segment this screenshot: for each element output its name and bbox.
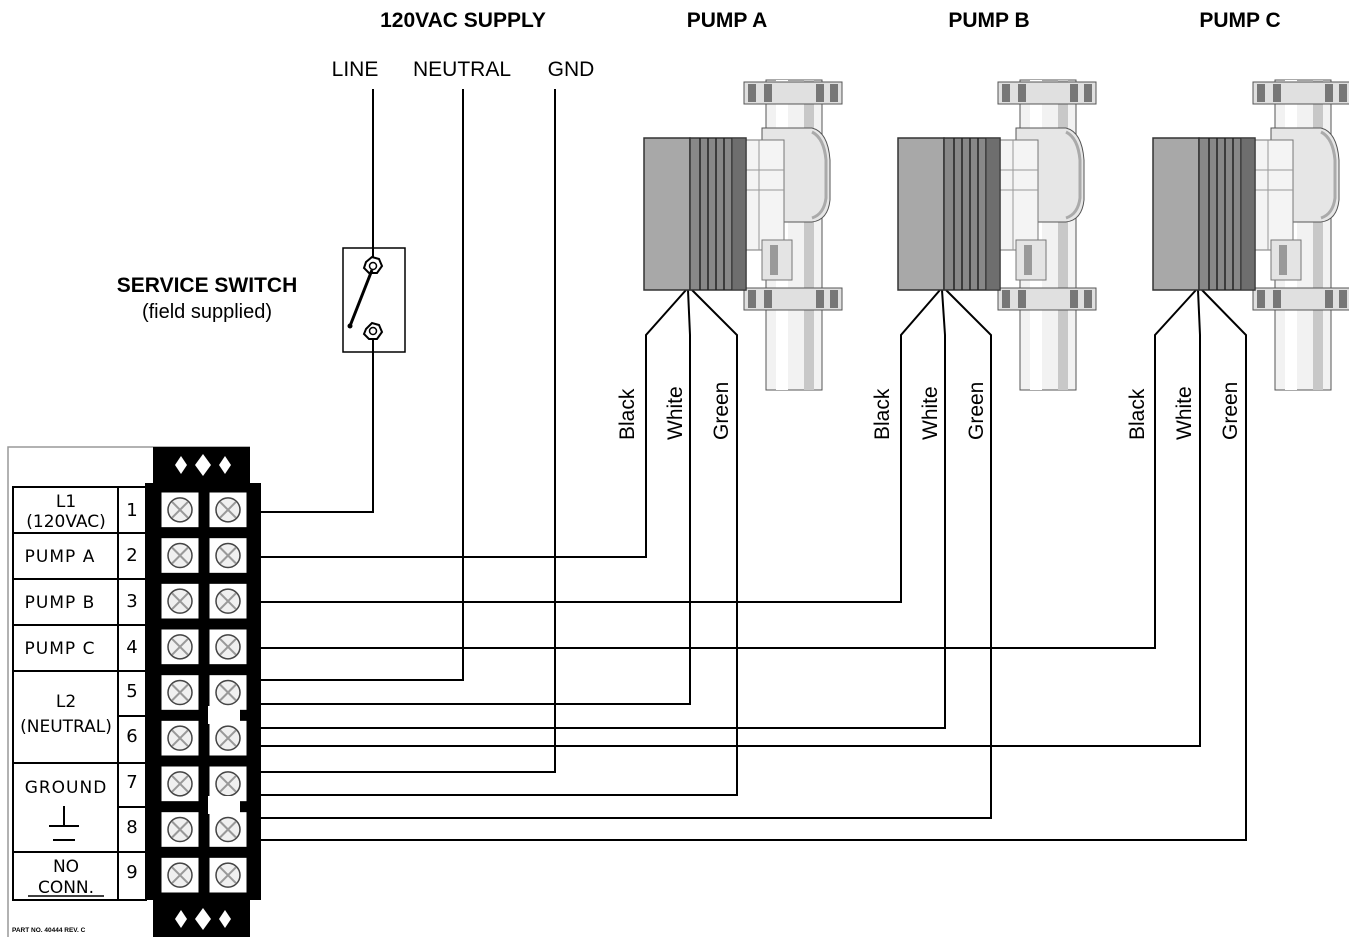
- pump-b-green-label: Green: [965, 382, 988, 440]
- pump-c-black-label: Black: [1126, 388, 1149, 440]
- pump-c-illustration: [1151, 78, 1349, 392]
- pump-a-wire-labels: Black White Green: [616, 382, 733, 440]
- pump-c-title: PUMP C: [1199, 9, 1280, 32]
- pump-a-green-label: Green: [710, 382, 733, 440]
- terminal-label-l2-sub: (NEUTRAL): [20, 717, 112, 737]
- neutral-jumper: [208, 706, 240, 724]
- pump-b-black-label: Black: [871, 388, 894, 440]
- terminal-number-5: 5: [126, 681, 137, 702]
- pump-b-title: PUMP B: [948, 9, 1029, 32]
- pump-wires: [198, 289, 1247, 841]
- terminal-number-1: 1: [126, 500, 137, 521]
- pump-c-green-label: Green: [1219, 382, 1242, 440]
- terminal-screw-8-right: [208, 811, 248, 848]
- terminal-screw-6-right: [208, 719, 248, 757]
- terminal-bottom-mount: [153, 900, 250, 937]
- terminal-number-2: 2: [126, 545, 137, 566]
- ground-wire: [198, 89, 556, 773]
- pump-c-black-wire: [198, 289, 1197, 649]
- terminal-screw-1-left: [160, 491, 200, 529]
- terminal-screw-5-left: [160, 674, 200, 711]
- terminal-screw-8-left: [160, 811, 200, 848]
- pump-a-black-wire: [198, 289, 687, 558]
- ground-symbol-icon: [49, 806, 79, 841]
- terminal-label-l1-sub: (120VAC): [26, 512, 105, 532]
- terminal-label-conn: CONN.: [38, 878, 94, 898]
- terminal-numbers: 1 2 3 4 5 6 7 8 9: [126, 500, 137, 883]
- terminal-screw-4-left: [160, 628, 200, 666]
- pump-c-wire-labels: Black White Green: [1126, 382, 1242, 440]
- pump-a-white-wire: [198, 289, 691, 705]
- terminal-number-4: 4: [126, 637, 137, 658]
- terminal-label-table: [12, 486, 147, 901]
- terminal-screw-2-left: [160, 537, 200, 574]
- terminal-screw-5-right: [208, 674, 248, 711]
- pump-a-title: PUMP A: [687, 9, 768, 32]
- pump-a-illustration: [642, 78, 844, 392]
- terminal-screw-4-right: [208, 628, 248, 666]
- neutral-wire: [198, 89, 464, 681]
- supply-neutral-label: NEUTRAL: [413, 58, 511, 81]
- ground-jumper: [208, 796, 240, 814]
- service-switch-subtitle: (field supplied): [142, 301, 272, 323]
- terminal-label-l1: L1: [56, 492, 76, 512]
- terminal-screw-7-right: [208, 765, 248, 803]
- pump-a-green-wire: [198, 289, 738, 796]
- terminal-label-pump-c: PUMP C: [25, 639, 96, 659]
- pump-c-white-label: White: [1173, 386, 1196, 440]
- pump-a-black-label: Black: [616, 388, 639, 440]
- pump-b-white-wire: [198, 289, 946, 729]
- terminal-screw-1-right: [208, 491, 248, 529]
- terminal-screw-6-left: [160, 719, 200, 757]
- supply-gnd-label: GND: [548, 58, 595, 81]
- supply-title: 120VAC SUPPLY: [380, 9, 546, 32]
- terminal-top-mount: [153, 447, 250, 483]
- terminal-number-3: 3: [126, 591, 137, 612]
- pump-c-green-wire: [198, 289, 1247, 841]
- switch-bottom-terminal: [362, 321, 384, 340]
- terminal-label-no: NO: [53, 857, 79, 877]
- pump-c-white-wire: [198, 289, 1201, 747]
- pump-b-black-wire: [198, 289, 941, 603]
- terminal-screw-2-right: [208, 537, 248, 574]
- supply-wires: [198, 89, 556, 773]
- terminal-label-pump-b: PUMP B: [25, 593, 96, 613]
- terminal-label-pump-a: PUMP A: [25, 547, 96, 567]
- terminal-number-9: 9: [126, 862, 137, 883]
- service-switch-title: SERVICE SWITCH: [117, 274, 297, 297]
- pump-b-green-wire: [198, 289, 992, 819]
- terminal-cells: [160, 491, 248, 894]
- switch-blade: [348, 269, 374, 327]
- pump-a-white-label: White: [664, 386, 687, 440]
- terminal-number-8: 8: [126, 817, 137, 838]
- terminal-screw-9-left: [160, 856, 200, 894]
- terminal-screw-7-left: [160, 765, 200, 803]
- terminal-number-7: 7: [126, 772, 137, 793]
- supply-line-label: LINE: [332, 58, 379, 81]
- pump-b-white-label: White: [919, 386, 942, 440]
- terminal-label-ground: GROUND: [25, 778, 108, 798]
- terminal-screw-9-right: [208, 856, 248, 894]
- terminal-screw-3-right: [208, 582, 248, 620]
- terminal-number-6: 6: [126, 726, 137, 747]
- service-switch: [342, 247, 406, 353]
- terminal-screw-3-left: [160, 582, 200, 620]
- pump-b-illustration: [896, 78, 1098, 392]
- terminal-label-l2: L2: [56, 692, 76, 712]
- pump-b-wire-labels: Black White Green: [871, 382, 988, 440]
- part-number: PART NO. 40444 REV. C: [12, 927, 86, 934]
